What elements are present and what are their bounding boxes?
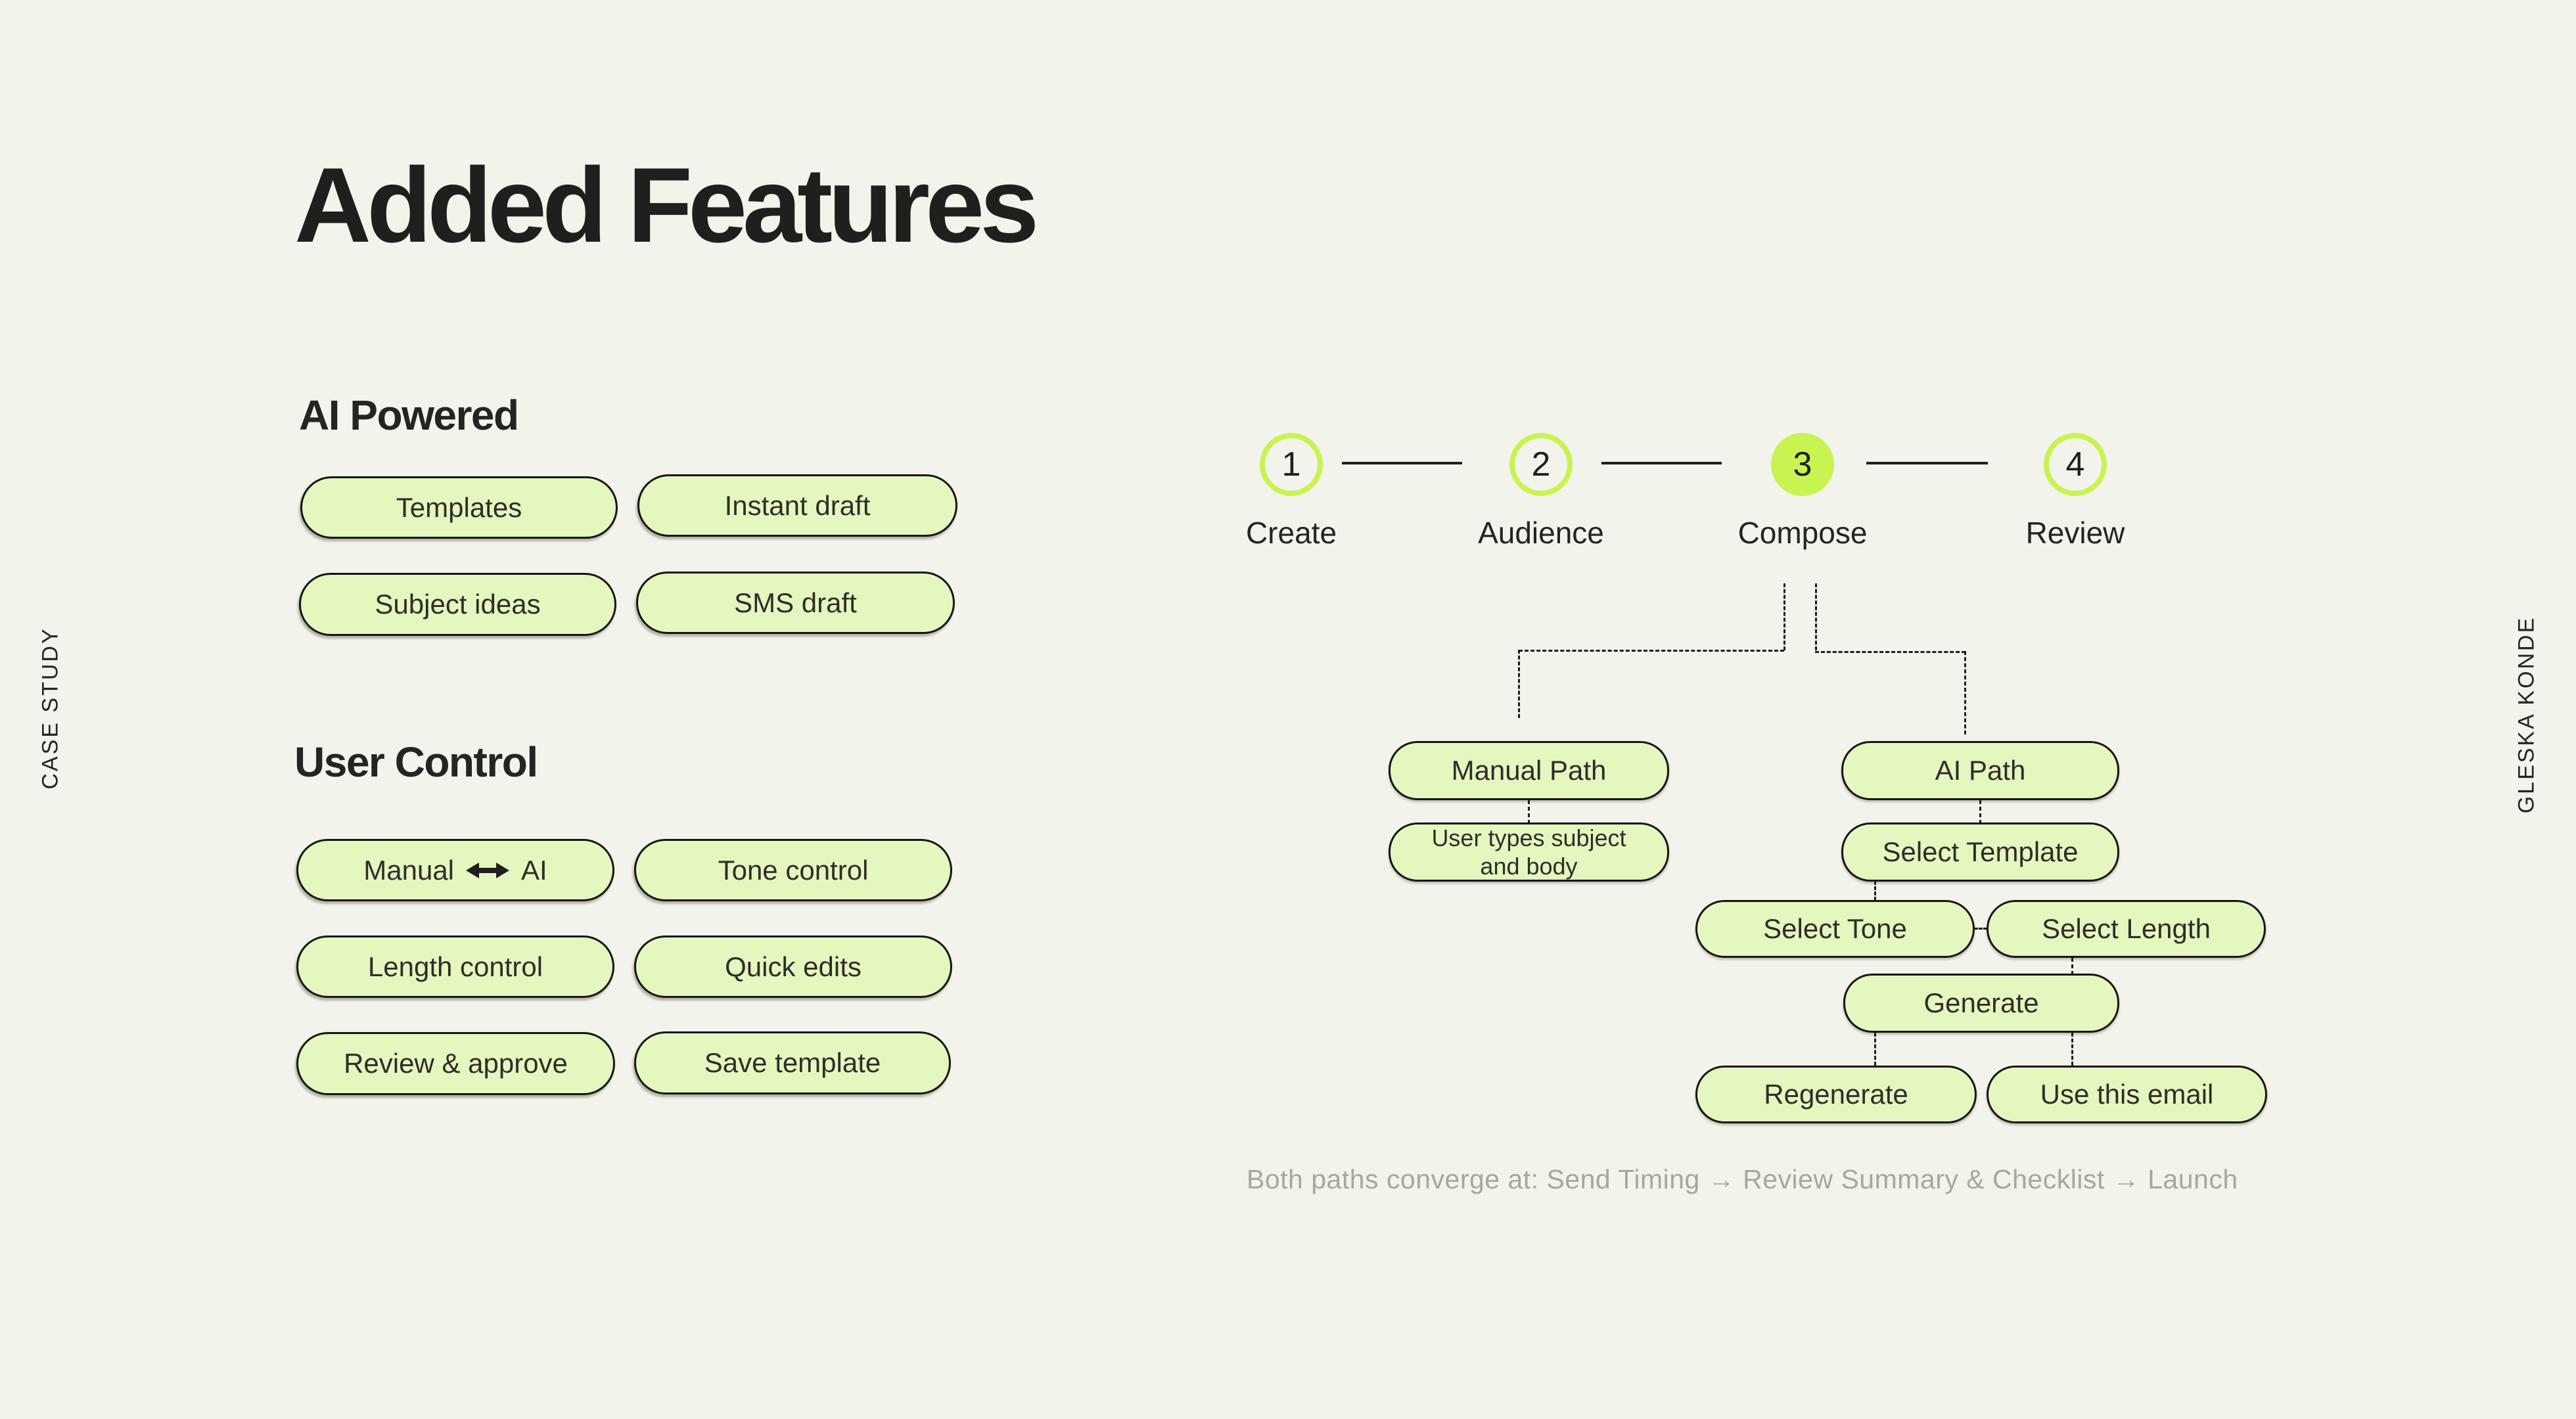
feature-pill-instant-draft: Instant draft [637, 474, 957, 537]
step-circle-4: 4 [2044, 433, 2107, 496]
feature-pill-manual-ai: Manual AI [296, 839, 614, 901]
flow-node-ai-path: AI Path [1841, 741, 2119, 800]
step-connector-line [1601, 462, 1722, 464]
convergence-note: Both paths converge at: Send Timing → Re… [1247, 1164, 2238, 1194]
flow-connector [1874, 1033, 1876, 1066]
flow-node-user-types: User types subject and body [1389, 822, 1669, 882]
flow-node-use-this-email: Use this email [1987, 1066, 2267, 1123]
section-heading-user-control: User Control [294, 738, 538, 786]
step-label-review: Review [2025, 516, 2125, 550]
side-label-author: GLESKA KONDE [2514, 616, 2539, 814]
flow-node-regenerate: Regenerate [1695, 1066, 1977, 1123]
flow-connector [1979, 800, 1981, 824]
feature-pill-save-template: Save template [634, 1031, 951, 1094]
page-title: Added Features [294, 146, 1039, 265]
step-number: 2 [1531, 445, 1551, 484]
feature-pill-subject-ideas: Subject ideas [299, 573, 616, 636]
flow-connector [1518, 650, 1520, 718]
flow-node-select-template: Select Template [1841, 822, 2119, 882]
step-connector-line [1866, 462, 1988, 464]
flow-node-select-length: Select Length [1987, 900, 2266, 958]
double-arrow-icon [466, 861, 510, 880]
side-label-case-study: CASE STUDY [37, 627, 63, 790]
flow-connector [1964, 651, 1966, 734]
flow-connector [1783, 583, 1785, 650]
flow-connector [1519, 650, 1784, 652]
step-connector-line [1342, 462, 1462, 464]
flow-node-generate: Generate [1843, 974, 2119, 1033]
step-label-compose: Compose [1737, 516, 1868, 550]
manual-label: Manual [363, 854, 455, 886]
flow-node-manual-path: Manual Path [1389, 741, 1669, 800]
step-number: 4 [2065, 445, 2085, 484]
section-heading-ai-powered: AI Powered [299, 392, 519, 439]
step-circle-2: 2 [1509, 433, 1573, 496]
flow-connector [1815, 651, 1966, 653]
flow-connector [2071, 958, 2073, 975]
flow-connector [1874, 881, 1876, 901]
flow-node-select-tone: Select Tone [1695, 900, 1975, 958]
flow-node-label: User types subject and body [1431, 824, 1626, 880]
flow-connector [2071, 1033, 2073, 1066]
step-label-create: Create [1245, 516, 1337, 550]
feature-pill-sms-draft: SMS draft [636, 572, 955, 634]
flow-connector [1815, 583, 1817, 650]
feature-pill-quick-edits: Quick edits [634, 935, 952, 998]
step-circle-3-active: 3 [1771, 433, 1834, 496]
feature-pill-tone-control: Tone control [634, 839, 952, 901]
ai-label: AI [521, 854, 547, 886]
step-number: 3 [1793, 445, 1812, 484]
step-label-audience: Audience [1478, 516, 1604, 550]
flow-connector [1974, 928, 1987, 930]
flow-connector [1528, 800, 1530, 824]
step-circle-1: 1 [1260, 433, 1323, 496]
feature-pill-length-control: Length control [296, 935, 614, 998]
feature-pill-review-approve: Review & approve [296, 1032, 615, 1095]
step-number: 1 [1281, 445, 1301, 484]
feature-pill-templates: Templates [300, 476, 618, 539]
